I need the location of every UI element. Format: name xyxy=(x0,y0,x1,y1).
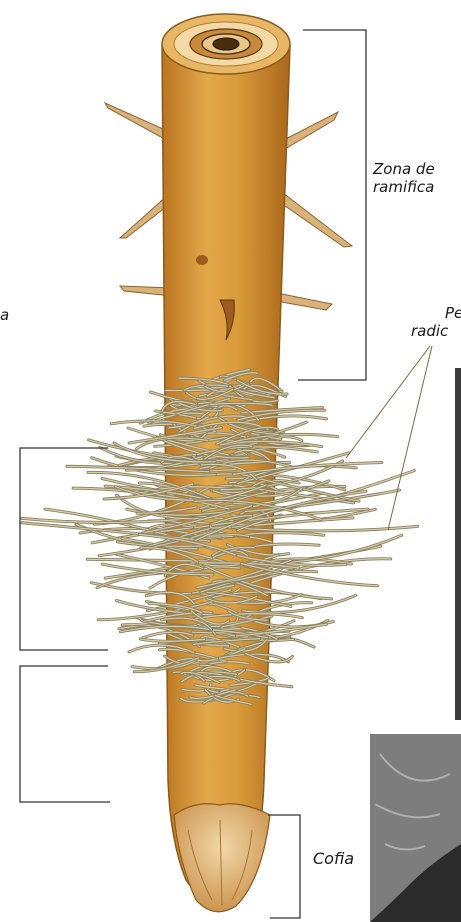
micrograph-image xyxy=(455,368,461,720)
label-pelos-radicales: Pe radic xyxy=(411,304,461,340)
label-cofia: Cofia xyxy=(313,850,354,868)
label-zona-ramificacion: Zona de ramifica xyxy=(373,160,435,196)
label-pelos-line2: radic xyxy=(411,322,461,340)
label-zona-line1: Zona de xyxy=(373,160,435,178)
micrograph-image-cofia xyxy=(370,734,461,922)
label-left-zone: a xyxy=(0,306,9,324)
label-pelos-line1: Pe xyxy=(411,304,461,322)
label-zona-line2: ramifica xyxy=(373,178,435,196)
